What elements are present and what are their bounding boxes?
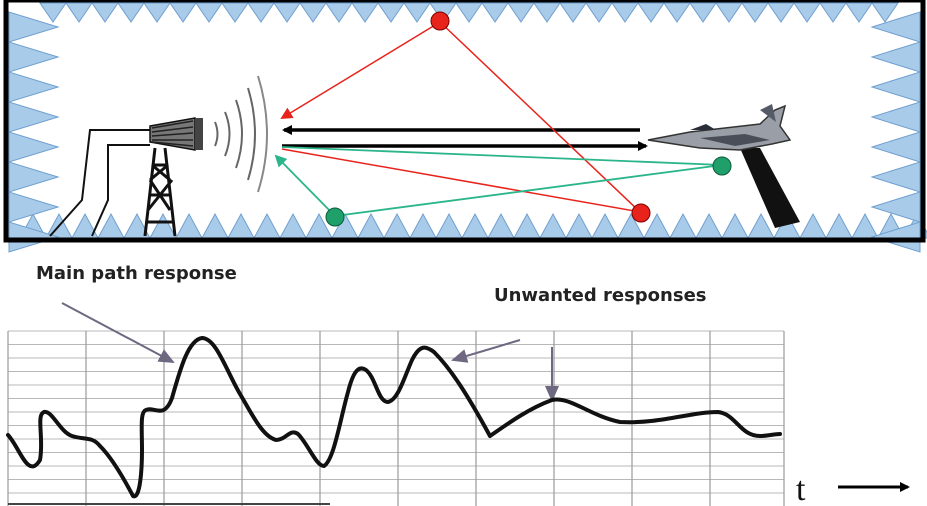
absorber-cone bbox=[870, 11, 921, 43]
absorber-cone bbox=[8, 71, 60, 103]
absorber-cone bbox=[870, 131, 921, 163]
absorber-cone bbox=[8, 131, 60, 163]
absorber-cone bbox=[481, 2, 509, 23]
absorber-cone bbox=[870, 161, 921, 193]
absorber-cone bbox=[8, 191, 60, 223]
absorber-cone bbox=[143, 2, 171, 23]
absorber-cone bbox=[221, 2, 249, 23]
aircraft-reflection-point bbox=[712, 156, 732, 176]
plot-grid bbox=[7, 330, 785, 506]
absorber-cone bbox=[39, 2, 67, 23]
absorber-cone bbox=[8, 11, 60, 43]
absorber-cone bbox=[455, 2, 483, 23]
absorber-cone bbox=[715, 2, 743, 23]
absorber-cone bbox=[870, 221, 921, 253]
absorber-cone bbox=[403, 2, 431, 23]
absorber-cone bbox=[870, 71, 921, 103]
absorber-cone bbox=[611, 2, 639, 23]
absorber-cone bbox=[819, 2, 847, 23]
absorber-cone bbox=[871, 2, 899, 23]
green-reflection-paths bbox=[274, 146, 732, 227]
absorber-cone bbox=[8, 221, 60, 253]
unwanted-arrow-1 bbox=[451, 339, 521, 363]
absorber-cone bbox=[299, 2, 327, 23]
antenna-tower-icon bbox=[49, 75, 268, 237]
absorber-cone bbox=[117, 2, 145, 23]
absorber-cone bbox=[559, 2, 587, 23]
absorber-cone bbox=[247, 2, 275, 23]
absorber-cone bbox=[870, 191, 921, 223]
absorber-cone bbox=[8, 41, 60, 73]
absorber-cone bbox=[325, 2, 353, 23]
absorber-cone bbox=[870, 41, 921, 73]
absorber-cone bbox=[689, 2, 717, 23]
response-waveform bbox=[6, 336, 782, 499]
time-axis-label: t bbox=[796, 471, 806, 506]
absorber-cone bbox=[870, 101, 921, 133]
unwanted-responses-label: Unwanted responses bbox=[494, 285, 706, 306]
absorber-cone bbox=[91, 2, 119, 23]
absorber-cone bbox=[8, 161, 60, 193]
absorber-cone bbox=[273, 2, 301, 23]
floor-reflection-point-green bbox=[325, 207, 345, 227]
fighter-jet-icon bbox=[647, 104, 800, 228]
absorber-cone bbox=[195, 2, 223, 23]
absorber-cone bbox=[845, 2, 873, 23]
absorber-cone bbox=[793, 2, 821, 23]
absorber-cone bbox=[637, 2, 665, 23]
absorber-cone bbox=[169, 2, 197, 23]
absorber-cone bbox=[585, 2, 613, 23]
floor-reflection-point bbox=[631, 203, 651, 223]
main-path-label: Main path response bbox=[36, 263, 237, 284]
absorber-cone bbox=[507, 2, 535, 23]
ceiling-reflection-point bbox=[430, 11, 450, 31]
absorber-cone bbox=[8, 101, 60, 133]
absorber-cone bbox=[351, 2, 379, 23]
absorber-cone bbox=[741, 2, 769, 23]
absorber-cone bbox=[767, 2, 795, 23]
absorber-cone bbox=[65, 2, 93, 23]
main-path-arrow bbox=[61, 302, 175, 363]
direct-path bbox=[282, 125, 648, 151]
absorber-cone bbox=[377, 2, 405, 23]
absorber-cone bbox=[663, 2, 691, 23]
absorber-cone bbox=[533, 2, 561, 23]
time-response-plot bbox=[6, 302, 785, 506]
